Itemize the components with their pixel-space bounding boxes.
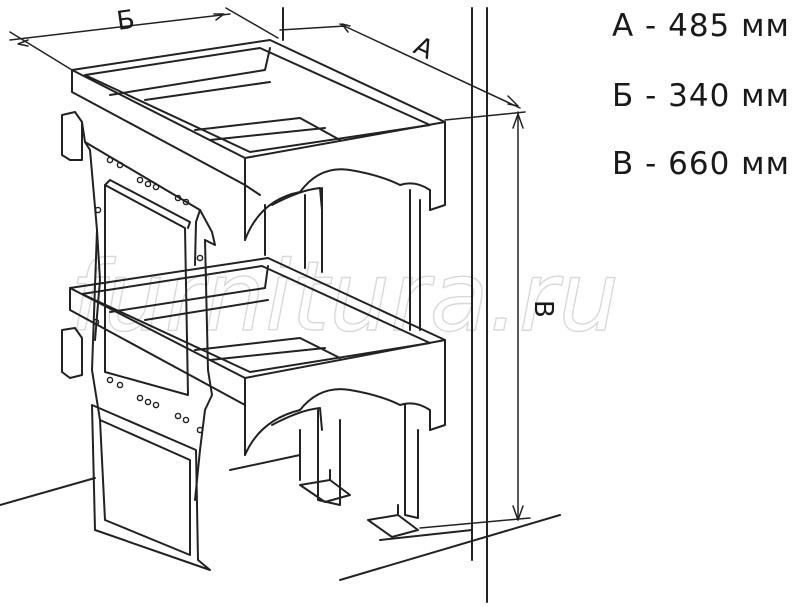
lower-basket bbox=[69, 257, 446, 519]
dimension-b: Б - 340 мм bbox=[612, 78, 790, 114]
label-b: Б bbox=[115, 5, 137, 37]
dimension-v: В - 660 мм bbox=[612, 146, 790, 182]
dimension-a: А - 485 мм bbox=[612, 8, 790, 44]
cabinet-outline bbox=[0, 7, 561, 603]
dimension-lines bbox=[9, 7, 531, 529]
label-a: А bbox=[409, 31, 438, 66]
label-v: В bbox=[528, 300, 558, 318]
watermark: furnitura.ru bbox=[70, 241, 619, 353]
upper-basket bbox=[71, 39, 446, 331]
feet bbox=[299, 469, 419, 538]
